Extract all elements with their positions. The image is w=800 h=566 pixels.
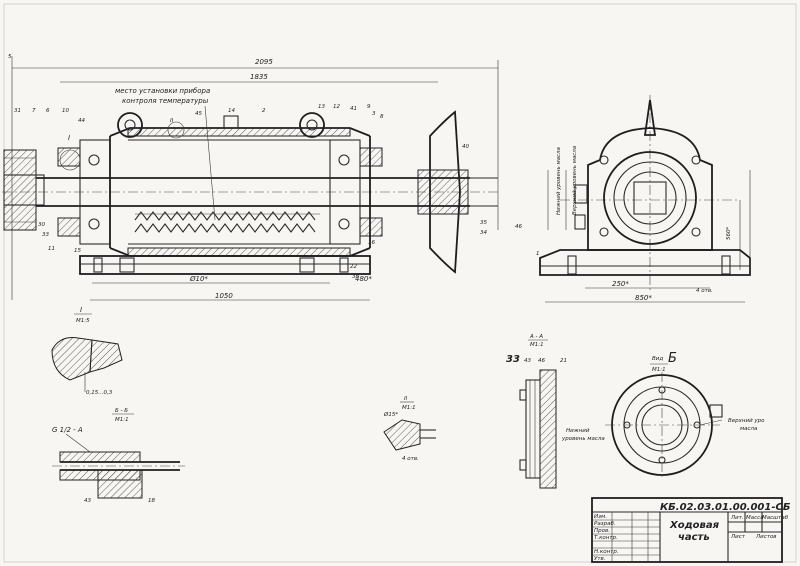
tb-row-prov: Пров. (594, 528, 610, 534)
detail-I-title: I (80, 306, 82, 314)
callout: 44 (78, 118, 85, 124)
callout: 38 (352, 274, 359, 280)
callout: 1 (536, 251, 540, 257)
tb-scale-label: Масштаб (762, 515, 789, 521)
callout: 45 (195, 111, 202, 117)
callout: 2 (262, 108, 266, 114)
view-b-scale: М1:1 (652, 367, 666, 373)
callout: 13 (318, 104, 325, 110)
detail-II-scale: М1:1 (402, 405, 416, 411)
note-instrument-place-1: место установки прибора (115, 87, 210, 95)
end-view: 250* 850* 560* 4 отв. Нижний уровень мас… (515, 95, 751, 303)
callout: 43 (84, 498, 91, 504)
section-b-scale: М1:1 (115, 417, 129, 423)
section-b-title: Б - Б (115, 408, 128, 414)
drawing-title-line2: часть (678, 532, 710, 543)
note-view-lower-oil-2: уровень масла (561, 436, 605, 442)
callout: 22 (350, 264, 357, 270)
detail-I-scale: М1:5 (76, 318, 90, 324)
callout: 5 (8, 54, 12, 60)
detail-II-view: II М1:1 Ø15* 4 отв. (383, 396, 436, 462)
note-instrument-place-2: контроля температуры (122, 97, 209, 105)
callout: 34 (480, 230, 487, 236)
callout: 21 (560, 358, 567, 364)
tb-row-razrab: Разраб. (594, 521, 616, 527)
main-callouts: 5 31 7 6 10 44 45 14 2 13 12 41 9 3 8 40… (8, 54, 487, 280)
dim-length-1050: 1050 (215, 292, 233, 300)
dim-overall-length: 2095 (255, 58, 273, 66)
tb-sheets-label: Листов (755, 534, 777, 540)
note-view-upper-oil-2: масла (740, 426, 758, 432)
tb-mass-label: Масса (746, 515, 764, 521)
callout: 15 (74, 248, 81, 254)
note-thread: G 1/2 - A (52, 426, 83, 434)
callout-33: 33 (506, 354, 520, 365)
dim-length-1835: 1835 (250, 73, 268, 81)
view-b: Вид Б М1:1 Верхний уро масла (605, 351, 765, 480)
dim-height-560: 560* (726, 227, 732, 240)
tb-sheet-label: Лист (730, 534, 746, 540)
callout: 18 (148, 498, 155, 504)
callout: 12 (333, 104, 340, 110)
dim-base-250: 250* (612, 280, 629, 288)
tb-row-tkontr: Т.контр. (594, 535, 618, 541)
callout: 43 (524, 358, 531, 364)
callout: 10 (62, 108, 69, 114)
title-block: КБ.02.03.01.00.001-СБ Ходовая часть Изм.… (591, 497, 791, 563)
tb-row-izm: Изм. (594, 514, 607, 520)
callout: 11 (48, 246, 55, 252)
main-section-view: 2095 1835 (2, 56, 499, 301)
note-lower-oil-level: Нижний уровень масла (556, 146, 562, 215)
tb-row-nkontr: Н.контр. (594, 549, 619, 555)
detail-I-marker: I (68, 134, 70, 142)
section-a-view: А - А М1:1 33 43 46 21 Нижний уровень ма… (506, 334, 605, 489)
note-upper-oil-level: Верхний уровень масла (572, 145, 578, 215)
dim-length-910: Ø10* (189, 275, 208, 283)
drawing-designation: КБ.02.03.01.00.001-СБ (660, 502, 791, 513)
callout: 30 (38, 222, 45, 228)
callout: 46 (515, 224, 522, 230)
dim-fillet: 0,15...0,3 (86, 390, 113, 396)
detail-I-view: I М1:5 0,15...0,3 (51, 306, 123, 396)
view-b-word: Вид (652, 356, 663, 362)
tb-row-utv: Утв. (594, 556, 606, 562)
callout: 41 (350, 106, 357, 112)
section-a-title: А - А (529, 334, 543, 340)
section-b-view: Б - Б М1:1 G 1/2 - A 43 18 (52, 408, 185, 504)
callout: 3 (372, 111, 376, 117)
section-a-scale: М1:1 (530, 342, 544, 348)
callout: 35 (480, 220, 487, 226)
sheet-frame (3, 3, 797, 563)
detail-II-marker: II (170, 118, 174, 124)
dim-length-480: 480* (355, 275, 372, 283)
dim-4-holes: 4 отв. (696, 288, 713, 294)
view-b-letter: Б (668, 351, 677, 366)
callout: 8 (380, 114, 384, 120)
callout: 40 (462, 144, 469, 150)
drawing-title-line1: Ходовая (669, 520, 720, 531)
callout: 16 (368, 240, 375, 246)
tb-stage-label: Лит. (730, 515, 744, 521)
detail-II-title: II (404, 396, 408, 402)
callout: 6 (46, 108, 50, 114)
note-view-upper-oil-1: Верхний уро (728, 418, 765, 424)
callout: 7 (32, 108, 36, 114)
dim-4-holes-detail: 4 отв. (402, 456, 419, 462)
callout: 14 (228, 108, 235, 114)
callout: 33 (42, 232, 49, 238)
dim-phi15: Ø15* (383, 411, 398, 418)
dim-base-850: 850* (635, 294, 652, 302)
callout: 9 (367, 104, 371, 110)
note-view-lower-oil-1: Нижний (566, 428, 590, 434)
callout: 31 (14, 108, 21, 114)
callout: 46 (538, 358, 545, 364)
